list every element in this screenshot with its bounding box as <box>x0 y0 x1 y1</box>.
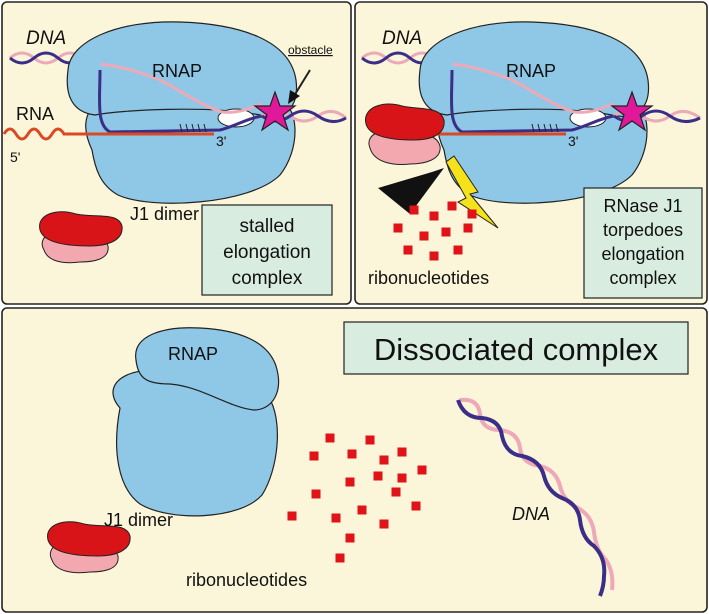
j1-dimer-label: J1 dimer <box>130 204 199 224</box>
box-line-3: complex <box>232 268 303 289</box>
ribonucleotides-label: ribonucleotides <box>368 268 489 288</box>
motion-wedge <box>378 168 444 214</box>
box-line-1: stalled <box>240 216 295 237</box>
dna-label-3: DNA <box>512 504 550 524</box>
obstacle-star <box>253 90 297 132</box>
rnap-label-2: RNAP <box>506 61 556 81</box>
panel-torpedo: ribonucleotides DNA RNAP 3' RNase J1 tor… <box>354 1 708 305</box>
panel-dissociated: Dissociated complex RNAP J1 dimer rib <box>1 307 708 613</box>
dissociated-title: Dissociated complex <box>374 332 659 367</box>
rnap-dissociated <box>112 327 280 517</box>
stalled-complex-label-box: stalled elongation complex <box>201 204 333 296</box>
dna-free <box>456 397 615 597</box>
obstacle-label: obstacle <box>288 43 333 57</box>
three-prime-label-2: 3' <box>568 133 578 149</box>
rnap-enzyme <box>66 21 298 204</box>
ribonucleotides-label-2: ribonucleotides <box>186 570 307 590</box>
three-prime-label: 3' <box>216 133 226 149</box>
torpedo-label-box: RNase J1 torpedoes elongation complex <box>583 187 703 299</box>
dna-label-2: DNA <box>382 28 422 49</box>
dna-label: DNA <box>26 28 66 49</box>
j1-dimer <box>39 211 123 264</box>
rna-label: RNA <box>16 104 54 124</box>
box2-line-4: complex <box>609 268 676 288</box>
rna-strand <box>2 127 214 141</box>
rnap-label: RNAP <box>152 61 202 81</box>
rnap-enzyme-2 <box>418 21 650 204</box>
j1-dimer-label-2: J1 dimer <box>104 510 173 530</box>
box2-line-3: elongation <box>601 244 684 264</box>
five-prime-label: 5' <box>10 149 20 165</box>
j1-dimer-torpedo <box>365 103 445 165</box>
panel-stalled-complex: DNA RNAP obstacle RNA 5' 3' J1 dimer sta… <box>1 1 352 305</box>
lightning-bolt <box>445 155 499 229</box>
dissociated-title-box: Dissociated complex <box>343 321 689 375</box>
box2-line-2: torpedoes <box>603 220 683 240</box>
box2-line-1: RNase J1 <box>603 196 682 216</box>
rnap-label-3: RNAP <box>168 344 218 364</box>
box-line-2: elongation <box>223 242 311 263</box>
obstacle-star-2 <box>610 90 654 132</box>
j1-dimer-bottom <box>47 521 131 574</box>
